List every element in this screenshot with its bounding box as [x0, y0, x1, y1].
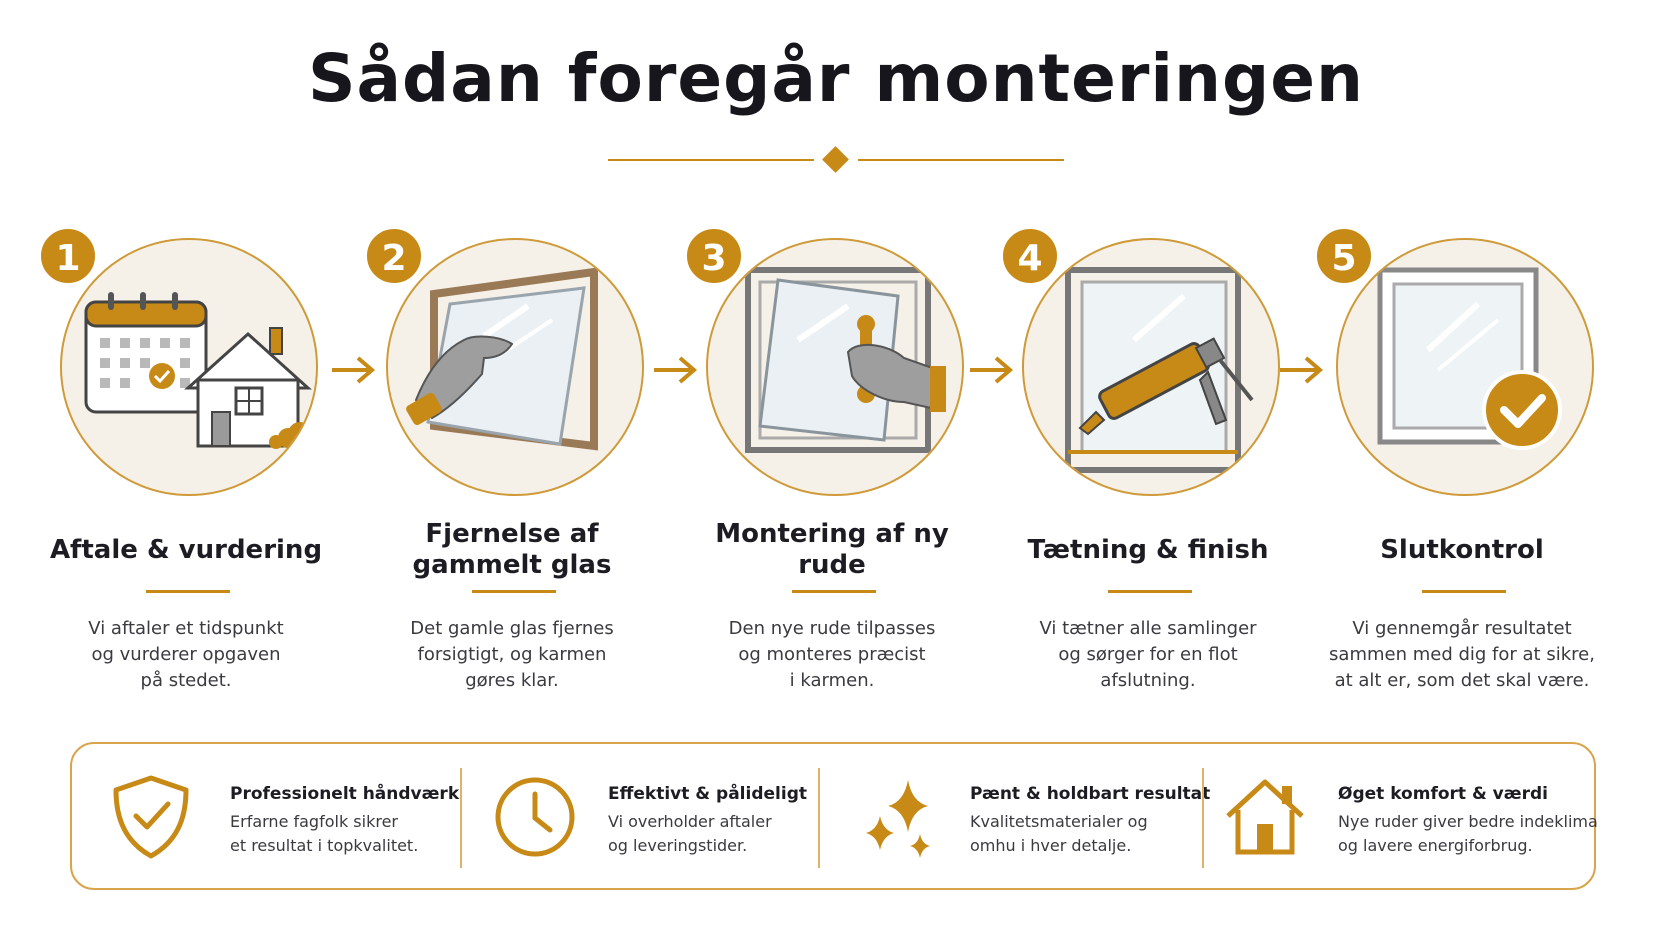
step-5-title: Slutkontrol	[1380, 534, 1544, 565]
benefit-title: Pænt & holdbart resultat	[970, 784, 1211, 804]
step-2-illustration	[386, 238, 644, 496]
step-4-illustration	[1022, 238, 1280, 496]
step-1-badge: 1	[38, 226, 98, 286]
caulking-gun-icon	[1078, 337, 1254, 436]
benefit-efficient: Effektivt & pålideligt Vi overholder aft…	[462, 744, 820, 888]
title-divider	[608, 146, 1064, 173]
step-3-badge: 3	[684, 226, 744, 286]
step-4-underline	[1108, 590, 1192, 593]
step-2: 2 Fjernelse af gammelt glas Det gamle gl…	[362, 226, 662, 702]
step-1: 1 Aftale & vurdering Vi aftaler et tidsp…	[36, 226, 336, 702]
house-icon	[184, 327, 312, 449]
step-2-underline	[472, 590, 556, 593]
glove-icon	[406, 335, 514, 426]
page-title: Sådan foregår monteringen	[307, 40, 1365, 117]
step-1-underline	[146, 590, 230, 593]
step-4-badge: 4	[1000, 226, 1060, 286]
arrow-4-5-icon	[1280, 356, 1324, 384]
benefit-comfort: Øget komfort & værdi Nye ruder giver bed…	[1204, 744, 1598, 888]
step-5-illustration	[1336, 238, 1594, 496]
sparkles-icon	[866, 780, 930, 858]
step-1-title: Aftale & vurdering	[49, 534, 323, 565]
benefit-quality: Pænt & holdbart resultat Kvalitetsmateri…	[820, 744, 1210, 888]
benefit-separator	[818, 768, 820, 868]
arrow-3-4-icon	[970, 356, 1014, 384]
divider-diamond	[822, 146, 849, 173]
arrow-2-3-icon	[654, 356, 698, 384]
clock-icon	[495, 777, 575, 857]
step-5-underline	[1422, 590, 1506, 593]
check-badge-icon	[1482, 370, 1562, 450]
benefit-professional: Professionelt håndværk Erfarne fagfolk s…	[72, 744, 462, 888]
benefits-panel: Professionelt håndværk Erfarne fagfolk s…	[70, 742, 1598, 890]
step-4-title: Tætning & finish	[1027, 534, 1269, 565]
benefit-title: Effektivt & pålideligt	[608, 784, 807, 804]
calendar-icon	[84, 292, 208, 414]
benefit-separator	[460, 768, 462, 868]
step-3-title: Montering af ny rude	[715, 519, 949, 580]
step-1-illustration	[60, 238, 318, 496]
benefit-separator	[1202, 768, 1204, 868]
benefit-title: Øget komfort & værdi	[1338, 784, 1548, 804]
benefit-title: Professionelt håndværk	[230, 784, 460, 804]
step-5-badge: 5	[1314, 226, 1374, 286]
step-3: 3 Montering af ny rude Den nye rude tilp…	[682, 226, 982, 702]
step-2-badge: 2	[364, 226, 424, 286]
house-icon	[1226, 779, 1304, 855]
shield-check-icon	[113, 775, 189, 859]
glove-icon	[846, 343, 946, 412]
step-3-underline	[792, 590, 876, 593]
step-4: 4 Tætning & finish Vi tætner alle samlin…	[998, 226, 1298, 702]
arrow-1-2-icon	[332, 356, 376, 384]
step-3-illustration	[706, 238, 964, 496]
step-2-title: Fjernelse af gammelt glas	[412, 519, 612, 580]
